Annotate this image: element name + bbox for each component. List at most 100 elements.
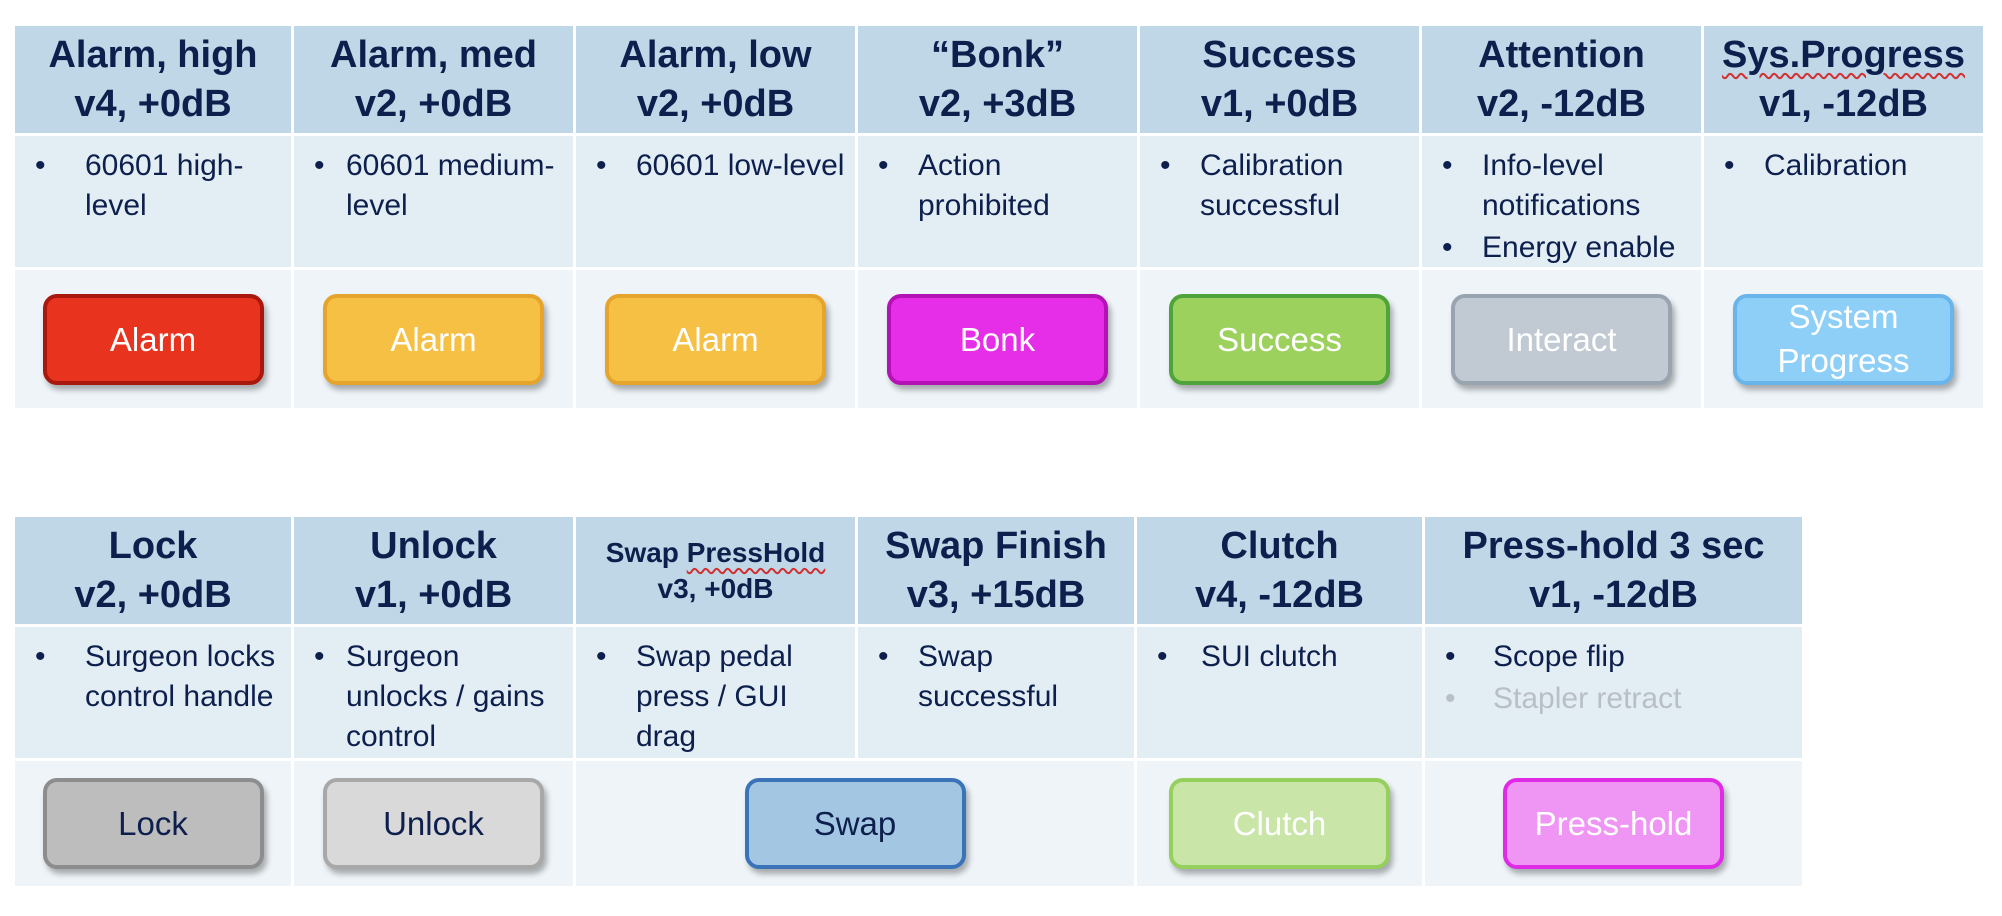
col-header-alarm-med: Alarm, med v2, +0dB [294,26,576,136]
col-title: Press-hold 3 sec [1462,524,1765,567]
col-desc-clutch: •SUI clutch [1137,627,1425,761]
bullet-icon: • [1442,149,1453,182]
bullet-list: •Calibration [1712,146,1975,186]
bullet-list: •Surgeon locks control handle [23,637,283,717]
bullet-icon: • [1445,682,1456,715]
col-subtitle: v3, +15dB [906,573,1086,616]
bullet-list: •Surgeon unlocks / gains control [302,637,565,757]
bullet-icon: • [596,149,607,182]
unlock-button[interactable]: Unlock [323,778,544,869]
col-button-cell: Bonk [858,270,1140,411]
col-title: Alarm, low [619,33,812,76]
list-item: •Swap pedal press / GUI drag [584,637,847,757]
col-title-underlined: PressHold [686,536,826,568]
col-subtitle: v2, +0dB [74,573,232,616]
col-desc-alarm-low: •60601 low-level [576,136,858,270]
success-button[interactable]: Success [1169,293,1390,385]
col-title: Swap Finish [885,524,1107,567]
bullet-list: •60601 low-level [584,146,847,186]
press-hold-button[interactable]: Press-hold [1503,778,1724,869]
alarm-med-button[interactable]: Alarm [323,293,544,385]
col-header-success: Success v1, +0dB [1140,26,1422,136]
col-header-unlock: Unlock v1, +0dB [294,517,576,627]
col-desc-alarm-med: •60601 medium-level [294,136,576,270]
system-progress-button[interactable]: System Progress [1733,293,1954,385]
col-button-cell: Clutch [1137,761,1425,889]
col-header-swap-finish: Swap Finish v3, +15dB [858,517,1137,627]
bullet-icon: • [596,640,607,673]
sound-table-top: Alarm, high v4, +0dB Alarm, med v2, +0dB… [15,26,1986,411]
col-button-cell: Unlock [294,761,576,889]
col-button-cell: Press-hold [1425,761,1805,889]
list-item: •SUI clutch [1145,637,1414,677]
col-button-cell: Swap [576,761,1137,889]
col-header-clutch: Clutch v4, -12dB [1137,517,1425,627]
col-title-text: Swap PressHold [606,537,825,568]
lock-button[interactable]: Lock [42,778,264,869]
list-item: •Action prohibited [866,146,1129,226]
list-item: •Info-level notifications [1430,146,1693,226]
col-title: “Bonk” [931,33,1064,76]
col-subtitle: v2, +3dB [918,82,1077,125]
col-header-bonk: “Bonk” v2, +3dB [858,26,1140,136]
col-desc-press-hold: •Scope flip •Stapler retract [1425,627,1805,761]
col-header-press-hold: Press-hold 3 sec v1, -12dB [1425,517,1805,627]
col-button-cell: Alarm [294,270,576,411]
col-header-swap-presshold: Swap PressHold v3, +0dB [576,517,858,627]
alarm-low-button[interactable]: Alarm [605,293,826,385]
col-subtitle: v1, +0dB [354,573,513,616]
bullet-icon: • [878,149,889,182]
bullet-icon: • [35,149,46,182]
col-desc-success: •Calibration successful [1140,136,1422,270]
col-desc-sys-progress: •Calibration [1704,136,1986,270]
col-subtitle: v2, +0dB [636,82,795,125]
bullet-icon: • [1445,640,1456,673]
col-subtitle: v2, +0dB [354,82,513,125]
clutch-button[interactable]: Clutch [1169,778,1390,869]
bullet-list: •Action prohibited [866,146,1129,226]
col-desc-bonk: •Action prohibited [858,136,1140,270]
col-title: Swap PressHold [606,535,825,571]
bullet-list: •Scope flip •Stapler retract [1433,637,1794,719]
col-header-alarm-low: Alarm, low v2, +0dB [576,26,858,136]
col-desc-swap-presshold: •Swap pedal press / GUI drag [576,627,858,761]
bullet-icon: • [314,149,325,182]
swap-button[interactable]: Swap [744,778,966,869]
col-button-cell: Lock [15,761,294,889]
list-item: •Calibration successful [1148,146,1411,226]
col-title: Lock [108,524,198,567]
col-desc-attention: •Info-level notifications •Energy enable [1422,136,1704,270]
bullet-list: •60601 high-level [23,146,283,226]
list-item: •Energy enable [1430,228,1693,268]
col-subtitle: v1, -12dB [1759,82,1928,125]
col-title-prefix: Swap [605,536,687,568]
bullet-icon: • [878,640,889,673]
list-item: •Calibration [1712,146,1975,186]
bullet-icon: • [1442,231,1453,264]
col-button-cell: Alarm [15,270,294,411]
alarm-high-button[interactable]: Alarm [42,293,264,385]
col-subtitle: v3, +0dB [657,572,774,604]
col-header-sys-progress: Sys.Progress v1, -12dB [1704,26,1986,136]
col-title: Success [1202,33,1357,76]
col-subtitle: v4, -12dB [1195,573,1364,616]
interact-button[interactable]: Interact [1451,293,1672,385]
col-title: Unlock [370,524,497,567]
list-item: •Surgeon unlocks / gains control [302,637,565,757]
sound-table-bottom: Lock v2, +0dB Unlock v1, +0dB Swap Press… [15,517,1805,889]
col-button-cell: Success [1140,270,1422,411]
list-item-muted: •Stapler retract [1433,679,1794,719]
col-title: Alarm, high [48,33,258,76]
bonk-button[interactable]: Bonk [887,293,1108,385]
bullet-list: •60601 medium-level [302,146,565,226]
col-title: Clutch [1220,524,1339,567]
list-item: •Surgeon locks control handle [23,637,283,717]
bullet-list: •Swap pedal press / GUI drag [584,637,847,757]
bullet-icon: • [314,640,325,673]
col-desc-alarm-high: •60601 high-level [15,136,294,270]
bullet-icon: • [1157,640,1168,673]
col-desc-lock: •Surgeon locks control handle [15,627,294,761]
list-item: •Swap successful [866,637,1126,717]
col-button-cell: System Progress [1704,270,1986,411]
col-subtitle: v1, +0dB [1200,82,1359,125]
